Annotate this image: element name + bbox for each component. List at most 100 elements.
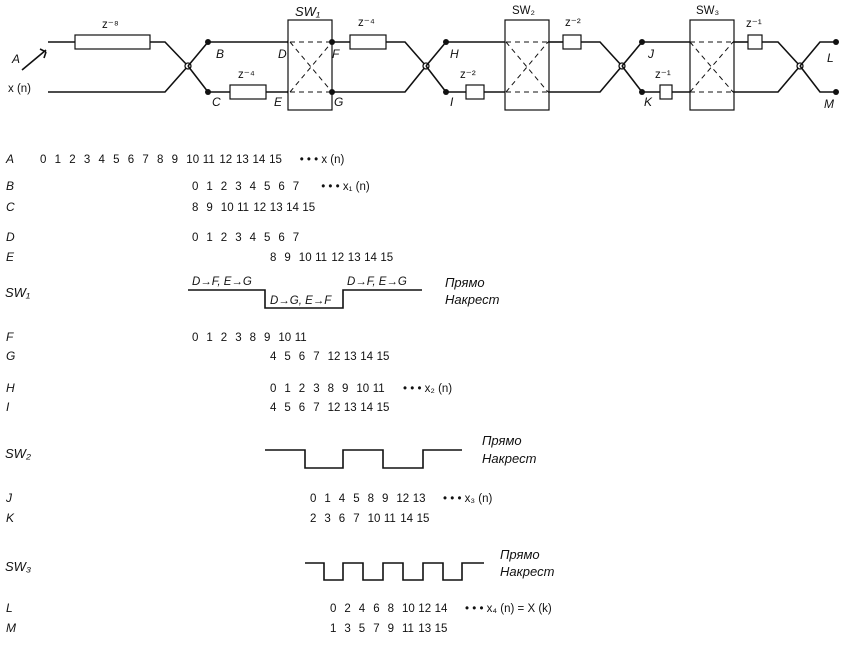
timing-cell: 3 [235, 181, 241, 193]
timing-cell: 10 [299, 252, 312, 264]
timing-cell: 2 [69, 154, 75, 166]
timing-cell: 1 [206, 332, 212, 344]
timing-cell: 14 [253, 154, 266, 166]
timing-row-label-A: A [5, 152, 14, 166]
timing-row-label-G: G [6, 349, 15, 363]
timing-cell: 5 [113, 154, 119, 166]
sw2-legend-cross: Накрест [482, 451, 537, 466]
timing-cell: 13 [344, 351, 357, 363]
wire-sw3-bottom-out [733, 65, 801, 93]
node-H-dot [443, 39, 449, 45]
sw3-legend-straight: Прямо [500, 547, 540, 562]
delay-z1-bottom-box [659, 84, 673, 100]
timing-cell: 3 [344, 623, 350, 635]
sw2-legend-straight: Прямо [482, 433, 522, 448]
node-K-label: K [644, 95, 653, 109]
timing-cell: 1 [55, 154, 61, 166]
timing-cell: 10 [356, 383, 369, 395]
timing-cell: 10 [402, 603, 415, 615]
wire-sw3-top-out [762, 41, 801, 67]
timing-row-label-H: H [6, 381, 15, 395]
timing-row-signal-label: • • • x₂ (n) [403, 383, 452, 395]
timing-cell: 1 [330, 623, 336, 635]
sw3-timing: SW₃ Прямо Накрест [5, 547, 555, 581]
timing-cell: 8 [328, 383, 334, 395]
node-D-label: D [278, 47, 287, 61]
timing-cell: 15 [380, 252, 393, 264]
switch-sw3-box [689, 19, 735, 111]
timing-cell: 6 [339, 513, 345, 525]
timing-cell: 15 [269, 154, 282, 166]
timing-cell: 4 [270, 351, 277, 363]
wire-top-1b [150, 41, 189, 67]
timing-cell: 0 [330, 603, 336, 615]
timing-cell: 3 [84, 154, 90, 166]
node-E-label: E [274, 95, 283, 109]
timing-cell: 2 [221, 232, 227, 244]
timing-cell: 13 [418, 623, 431, 635]
timing-cell: 1 [206, 232, 212, 244]
timing-cell: 7 [313, 351, 319, 363]
wire-sw2-bottom-out [548, 65, 623, 93]
timing-row-label-B: B [6, 179, 14, 193]
timing-cell: 6 [299, 351, 305, 363]
input-switch-arm [21, 49, 47, 71]
sw2-timing: SW₂ Прямо Накрест [5, 433, 537, 469]
timing-cell: 14 [286, 202, 299, 214]
timing-cell: 4 [359, 603, 366, 615]
timing-row-label-D: D [6, 230, 15, 244]
timing-cell: 11 [373, 383, 385, 395]
timing-cell: 14 [400, 513, 413, 525]
timing-cell: 5 [284, 351, 290, 363]
timing-cell: 15 [377, 351, 390, 363]
timing-cell: 2 [221, 332, 227, 344]
timing-cell: 4 [339, 493, 346, 505]
timing-row-signal-label: • • • x₃ (n) [443, 493, 493, 505]
sw1-timing-label: SW₁ [5, 285, 30, 300]
delay-z4-top-label: z⁻⁴ [358, 17, 375, 29]
timing-cell: 0 [310, 493, 316, 505]
timing-cell: 9 [172, 154, 178, 166]
node-C-label: C [212, 95, 221, 109]
timing-cell: 2 [344, 603, 350, 615]
timing-cell: 7 [293, 181, 299, 193]
timing-cell: 1 [324, 493, 330, 505]
delay-z4-top-box [349, 34, 387, 50]
wire-F-out [386, 41, 427, 67]
node-M-label: M [824, 97, 834, 111]
timing-cell: 0 [192, 181, 198, 193]
timing-cell: 14 [360, 402, 373, 414]
wire-J [621, 41, 690, 67]
delay-z2-top-label: z⁻² [565, 17, 581, 29]
timing-cell: 13 [270, 202, 283, 214]
delay-z1-top-box [747, 34, 763, 50]
node-L-dot [833, 39, 839, 45]
timing-cell: 8 [157, 154, 163, 166]
timing-cell: 4 [250, 181, 257, 193]
timing-cell: 11 [237, 202, 249, 214]
timing-cell: 10 [221, 202, 234, 214]
sw1-timing: SW₁ D→F, E→G D→G, E→F D→F, E→G Прямо Нак… [5, 275, 500, 309]
node-I-dot [443, 89, 449, 95]
node-B-dot [205, 39, 211, 45]
timing-cell: 0 [40, 154, 46, 166]
delay-z4-bottom-label: z⁻⁴ [238, 69, 255, 81]
timing-cell: 7 [373, 623, 379, 635]
timing-cell: 14 [360, 351, 373, 363]
timing-cell: 7 [353, 513, 359, 525]
node-I-label: I [450, 95, 454, 109]
sw2-timing-label: SW₂ [5, 446, 31, 461]
timing-cell: 5 [353, 493, 359, 505]
timing-row-label-C: C [6, 200, 15, 214]
timing-cell: 8 [270, 252, 276, 264]
timing-cell: 4 [99, 154, 106, 166]
node-L-label: L [827, 51, 834, 65]
timing-cell: 6 [299, 402, 305, 414]
timing-cell: 2 [310, 513, 316, 525]
timing-cell: 1 [206, 181, 212, 193]
timing-cell: 2 [221, 181, 227, 193]
timing-cell: 13 [236, 154, 249, 166]
node-H-label: H [450, 47, 459, 61]
wire-bottom-1 [48, 65, 189, 93]
sw2-waveform [265, 449, 462, 469]
